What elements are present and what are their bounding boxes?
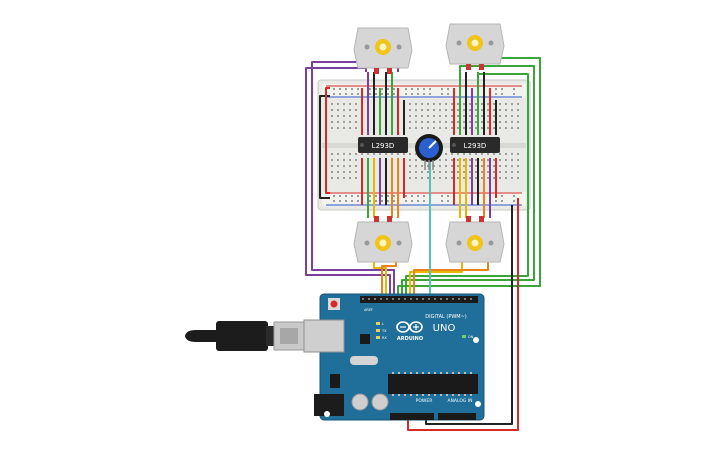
usb-cable-icon[interactable] — [185, 321, 305, 351]
chip-right[interactable]: L293D — [450, 137, 500, 153]
power-jack[interactable] — [314, 394, 344, 416]
usb-port[interactable] — [303, 319, 345, 353]
arduino-uno[interactable]: DIGITAL (PWM~) AREF ARDUINO UNO L TX RX … — [303, 293, 485, 421]
chip-left[interactable]: L293D — [358, 137, 408, 153]
chip-icon — [388, 372, 478, 396]
motor-icon-bottom-left[interactable] — [353, 216, 413, 263]
led-label-rx: RX — [382, 336, 387, 340]
analog-header-label: ANALOG IN — [447, 398, 472, 404]
motor-icon-top-right[interactable] — [445, 23, 505, 70]
wire-orange-2 — [413, 260, 489, 296]
digital-header — [360, 296, 478, 303]
power-header — [390, 413, 434, 420]
potentiometer-icon[interactable] — [415, 134, 443, 170]
analog-header — [438, 413, 476, 420]
wire-yellow-1 — [373, 260, 387, 296]
wire-red-power — [407, 198, 519, 431]
wire-green-1 — [397, 57, 541, 296]
motor-icon-top-left[interactable] — [353, 27, 413, 74]
wire-orange-1 — [381, 260, 397, 296]
motor-icon-bottom-right[interactable] — [445, 216, 505, 263]
chip-right-label: L293D — [464, 142, 487, 150]
arduino-logo — [396, 321, 423, 333]
aref-label: AREF — [364, 308, 373, 312]
power-header-label: POWER — [416, 398, 433, 404]
wire-green-2 — [401, 65, 535, 296]
led-label-l: L — [382, 322, 384, 326]
wire-red-left — [325, 87, 330, 194]
led-label-tx: TX — [381, 329, 387, 333]
wire-yellow-2 — [409, 260, 463, 296]
model-label: UNO — [433, 323, 456, 334]
brand-label: ARDUINO — [397, 336, 423, 342]
wire-purple-1 — [305, 67, 391, 296]
on-label: ON — [468, 335, 474, 339]
digital-header-label: DIGITAL (PWM~) — [425, 314, 467, 320]
breadboard-jumpers — [361, 72, 497, 218]
chip-left-label: L293D — [372, 142, 395, 150]
